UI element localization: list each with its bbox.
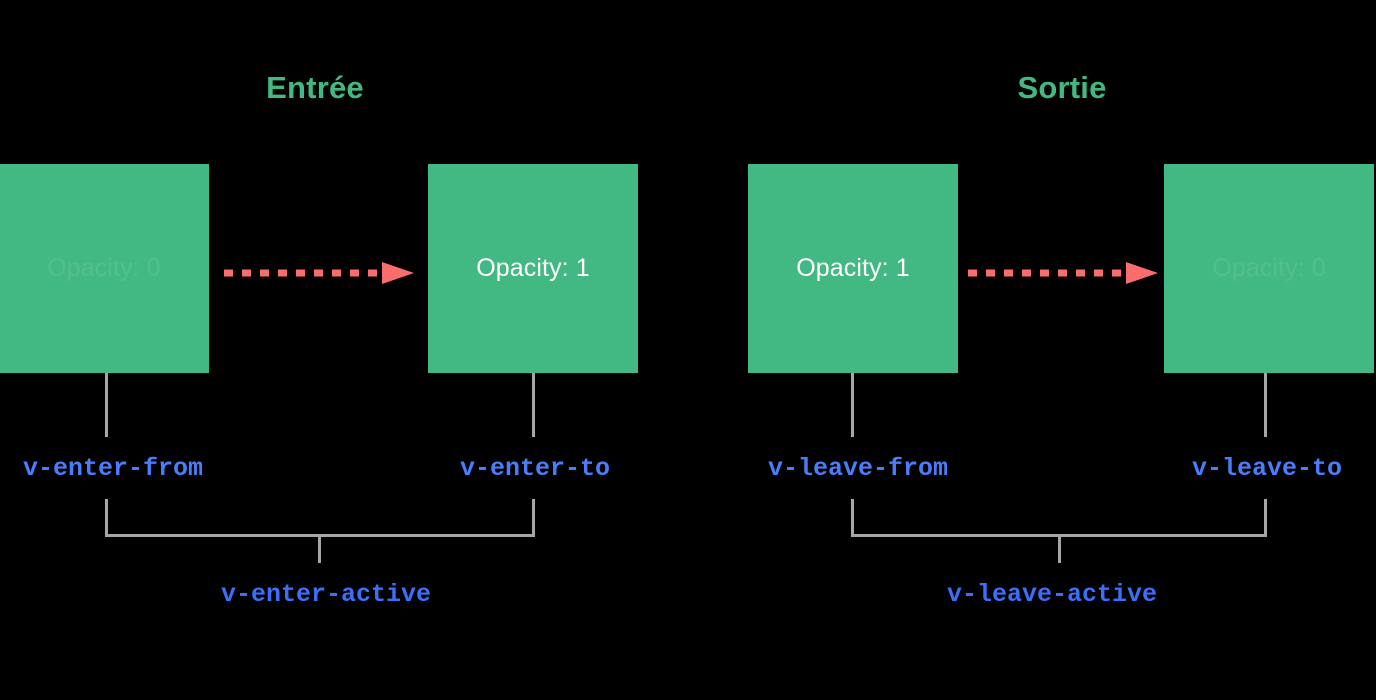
connector-enter-to: [532, 373, 535, 437]
box-leave-from-opacity-text: Opacity: 1: [796, 254, 910, 282]
box-leave-to-opacity-text: Opacity: 0: [1212, 254, 1326, 282]
box-enter-to-opacity-text: Opacity: 1: [476, 254, 590, 282]
dashed-right-arrow-icon: [968, 262, 1158, 284]
bracket-span-line: [105, 534, 535, 537]
bracket-right-tick: [532, 499, 535, 537]
bracket-enter-active: [105, 499, 535, 537]
bracket-leave-active: [851, 499, 1267, 537]
box-leave-to: Opacity: 0: [1164, 164, 1374, 373]
box-enter-from: Opacity: 0: [0, 164, 209, 373]
box-leave-from: Opacity: 1: [748, 164, 958, 373]
phase-label-v-enter-active: v-enter-active: [220, 580, 432, 609]
bracket-right-tick: [1264, 499, 1267, 537]
box-enter-from-opacity-text: Opacity: 0: [47, 254, 161, 282]
bracket-span-line: [851, 534, 1267, 537]
phase-label-v-leave-to: v-leave-to: [1191, 454, 1343, 483]
bracket-stem-leave: [1058, 536, 1061, 563]
connector-enter-from: [105, 373, 108, 437]
bracket-left-tick: [851, 499, 854, 537]
dashed-right-arrow-icon: [224, 262, 414, 284]
box-enter-to: Opacity: 1: [428, 164, 638, 373]
section-title-leave: Sortie: [1017, 70, 1107, 105]
section-title-enter: Entrée: [266, 70, 364, 105]
bracket-stem-enter: [318, 536, 321, 563]
bracket-left-tick: [105, 499, 108, 537]
phase-label-v-enter-to: v-enter-to: [459, 454, 611, 483]
phase-label-v-leave-active: v-leave-active: [946, 580, 1158, 609]
phase-label-v-leave-from: v-leave-from: [767, 454, 949, 483]
phase-label-v-enter-from: v-enter-from: [22, 454, 204, 483]
connector-leave-to: [1264, 373, 1267, 437]
connector-leave-from: [851, 373, 854, 437]
